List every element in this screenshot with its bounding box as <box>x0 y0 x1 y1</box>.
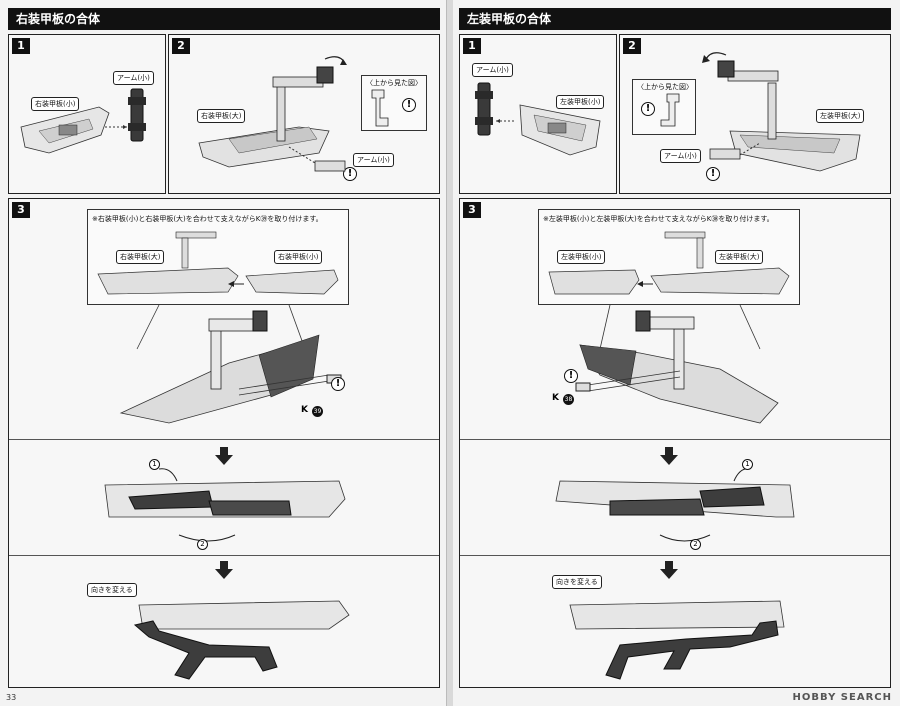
warning-icon: ! <box>706 167 720 181</box>
step-number: 2 <box>623 38 641 54</box>
callout-caption: 〈上から見た図〉 <box>366 79 422 87</box>
part-label: 右装甲板(大) <box>197 109 246 123</box>
assembly-callout: ※右装甲板(小)と右装甲板(大)を合わせて支えながらK㊴を取り付けます。 右装甲… <box>87 209 349 305</box>
step-number: 3 <box>463 202 481 218</box>
step-1-panel: 1 アーム(小) 左装甲板(小) <box>459 34 617 194</box>
top-view-callout: 〈上から見た図〉 ! <box>361 75 427 131</box>
warning-icon: ! <box>343 167 357 181</box>
armor-large-illustration <box>702 52 861 172</box>
part-letter: K <box>552 393 559 403</box>
step-number: 3 <box>12 202 30 218</box>
page-title: 左装甲板の合体 <box>459 8 891 30</box>
part-number-badge: 39 <box>312 406 323 417</box>
left-page: 右装甲板の合体 1 アーム(小) 右装甲板(小) 2 右装甲板(大) 〈上から見… <box>0 0 447 706</box>
armor-small-illustration <box>20 88 146 154</box>
part-label: アーム(小) <box>472 63 513 77</box>
warning-icon: ! <box>564 369 578 383</box>
part-label: 左装甲板(大) <box>715 250 764 264</box>
top-view-illustration <box>660 93 680 127</box>
down-arrow-icon <box>215 561 233 579</box>
section-divider <box>9 555 439 556</box>
right-page: 左装甲板の合体 1 アーム(小) 左装甲板(小) 2 〈上から見た図〉 ! 左装… <box>453 0 900 706</box>
step-1-panel: 1 アーム(小) 右装甲板(小) <box>8 34 166 194</box>
turned-view-illustration <box>569 600 785 680</box>
down-arrow-icon <box>660 447 678 465</box>
part-label: アーム(小) <box>660 149 701 163</box>
section-divider <box>460 439 890 440</box>
step-3-panel: 3 ※右装甲板(小)と右装甲板(大)を合わせて支えながらK㊴を取り付けます。 右… <box>8 198 440 688</box>
watermark: HOBBY SEARCH <box>792 692 892 703</box>
sub-step-number: 2 <box>690 539 701 550</box>
rotate-illustration <box>555 468 795 542</box>
armor-large-illustration <box>198 56 347 172</box>
step-3-panel: 3 ※左装甲板(小)と左装甲板(大)を合わせて支えながらK㊳を取り付けます。 左… <box>459 198 891 688</box>
part-label: 右装甲板(小) <box>274 250 323 264</box>
step-number: 2 <box>172 38 190 54</box>
pre-assembly-illustration <box>97 231 339 295</box>
part-label: 左装甲板(大) <box>816 109 865 123</box>
top-view-callout: 〈上から見た図〉 ! <box>632 79 696 135</box>
part-label: 右装甲板(大) <box>116 250 165 264</box>
rotate-illustration <box>104 468 346 542</box>
down-arrow-icon <box>660 561 678 579</box>
section-divider <box>9 439 439 440</box>
warning-icon: ! <box>641 102 655 116</box>
part-number-badge: 38 <box>563 394 574 405</box>
assembly-note: ※右装甲板(小)と右装甲板(大)を合わせて支えながらK㊴を取り付けます。 <box>92 215 323 223</box>
sub-step-number: 2 <box>197 539 208 550</box>
sub-step-number: 1 <box>742 459 753 470</box>
turned-view-illustration <box>133 600 350 680</box>
step-2-panel: 2 〈上から見た図〉 ! 左装甲板(大) アーム(小) ! <box>619 34 891 194</box>
assembly-main-illustration <box>119 304 342 424</box>
down-arrow-icon <box>215 447 233 465</box>
part-label: アーム(小) <box>113 71 154 85</box>
assembly-main-illustration <box>575 304 779 424</box>
step-number: 1 <box>12 38 30 54</box>
armor-small-illustration <box>475 82 601 156</box>
top-view-illustration <box>371 89 389 127</box>
callout-caption: 〈上から見た図〉 <box>637 83 693 91</box>
assembly-callout: ※左装甲板(小)と左装甲板(大)を合わせて支えながらK㊳を取り付けます。 左装甲… <box>538 209 800 305</box>
page-title: 右装甲板の合体 <box>8 8 440 30</box>
turn-label: 向きを変える <box>87 583 137 597</box>
part-label: アーム(小) <box>353 153 394 167</box>
part-label: 左装甲板(小) <box>556 95 605 109</box>
part-letter: K <box>301 405 308 415</box>
section-divider <box>460 555 890 556</box>
page-number: 33 <box>6 693 17 702</box>
turn-label: 向きを変える <box>552 575 602 589</box>
step-2-panel: 2 右装甲板(大) 〈上から見た図〉 ! アーム(小) ! <box>168 34 440 194</box>
warning-icon: ! <box>402 98 416 112</box>
assembly-note: ※左装甲板(小)と左装甲板(大)を合わせて支えながらK㊳を取り付けます。 <box>543 215 774 223</box>
sub-step-number: 1 <box>149 459 160 470</box>
part-label: 左装甲板(小) <box>557 250 606 264</box>
pre-assembly-illustration <box>548 231 790 295</box>
step-number: 1 <box>463 38 481 54</box>
warning-icon: ! <box>331 377 345 391</box>
part-label: 右装甲板(小) <box>31 97 80 111</box>
